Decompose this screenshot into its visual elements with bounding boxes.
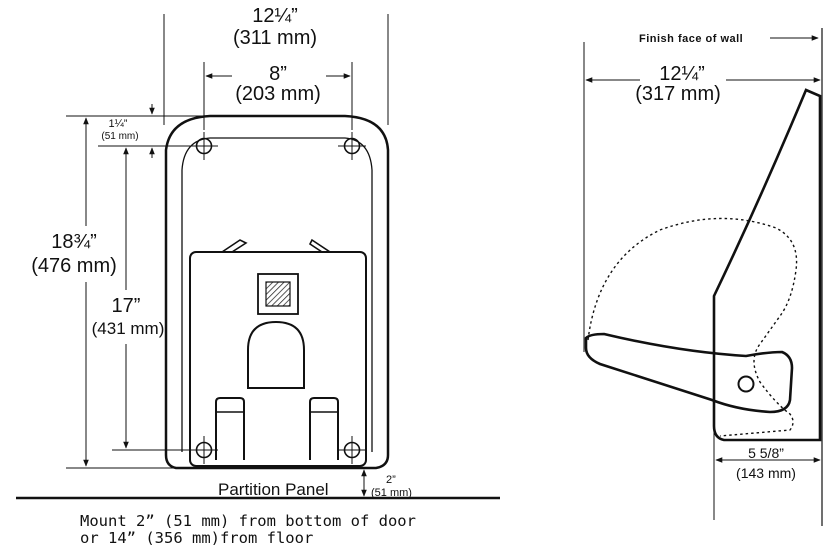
- foot-left: [215, 397, 245, 460]
- front-view: [16, 14, 500, 500]
- mounting-hole-top-right: [338, 132, 366, 160]
- depth-label: 12¼”: [659, 63, 705, 85]
- top-clip-right: [308, 238, 333, 253]
- dispenser-side-outline: [712, 88, 822, 442]
- foot-right: [309, 397, 339, 460]
- back-plate-outline: [181, 137, 373, 452]
- overall-height-label: 18¾”: [51, 231, 97, 253]
- push-door: [584, 332, 794, 414]
- sensor-window: [257, 273, 299, 315]
- bottom-offset-label: 2”: [386, 474, 396, 486]
- thickness-label: 5 5/8”: [748, 445, 784, 461]
- top-offset-label: 1¼”: [109, 118, 128, 130]
- hole-spacing-label: 8”: [269, 63, 287, 85]
- mounting-hole-bottom-right: [338, 436, 366, 464]
- overall-width-mm-label: (311 mm): [233, 27, 317, 49]
- top-offset-mm-label: (51 mm): [101, 131, 138, 142]
- bottom-offset-mm-label: (51 mm): [371, 487, 412, 499]
- mounting-hole-top-left: [190, 132, 218, 160]
- mounting-hole-bottom-left: [190, 436, 218, 464]
- hole-vertical-spacing-label: 17”: [112, 295, 141, 317]
- inner-panel: [189, 251, 367, 467]
- mounting-note-line-1: Mount 2” (51 mm) from bottom of door: [80, 512, 416, 530]
- depth-mm-label: (317 mm): [635, 83, 721, 105]
- hole-vertical-spacing-mm-label: (431 mm): [92, 319, 165, 338]
- top-clip-left: [221, 239, 248, 253]
- dispenser-front-outline: [164, 114, 390, 470]
- mounting-note: Mount 2” (51 mm) from bottom of door or …: [80, 513, 416, 547]
- door-pivot-hole: [737, 375, 755, 393]
- overall-height-mm-label: (476 mm): [31, 255, 117, 277]
- wall-face-label: Finish face of wall: [639, 33, 743, 45]
- side-view: [583, 28, 823, 526]
- thickness-mm-label: (143 mm): [736, 465, 796, 481]
- mounting-note-line-2: or 14” (356 mm)from floor: [80, 529, 314, 547]
- open-position-outline: [587, 217, 798, 437]
- partition-panel-label: Partition Panel: [218, 480, 329, 499]
- arched-opening: [247, 320, 305, 389]
- hole-spacing-mm-label: (203 mm): [235, 83, 321, 105]
- overall-width-label: 12¼”: [252, 5, 298, 27]
